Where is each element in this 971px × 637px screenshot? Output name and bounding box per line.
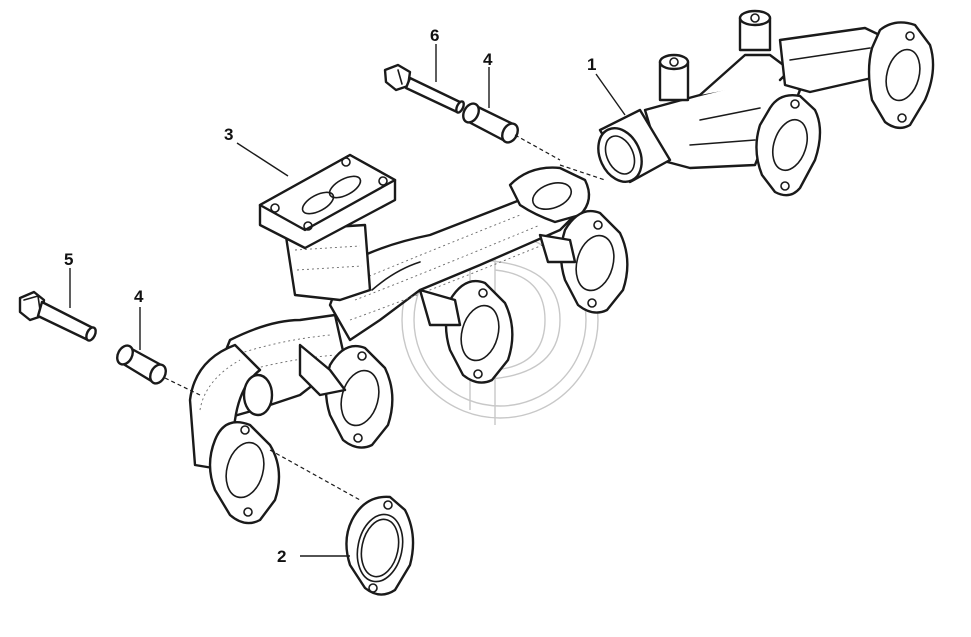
callout-1: 1 bbox=[587, 55, 597, 74]
part-4-spacer-lower bbox=[116, 344, 167, 385]
assembly-centerlines bbox=[164, 134, 606, 501]
leader-lines bbox=[69, 44, 626, 557]
part-5-bolt bbox=[18, 290, 97, 342]
callout-2: 2 bbox=[277, 547, 287, 566]
callout-5: 5 bbox=[64, 250, 74, 269]
part-4-spacer-upper bbox=[462, 102, 519, 144]
part-1-rear-manifold bbox=[597, 9, 935, 197]
callout-4-upper: 4 bbox=[483, 50, 493, 69]
callout-6: 6 bbox=[430, 26, 440, 45]
part-2-gasket bbox=[345, 495, 415, 596]
part-6-stud bbox=[383, 63, 465, 114]
callout-3: 3 bbox=[224, 125, 234, 144]
callout-4-lower: 4 bbox=[134, 287, 144, 306]
part-3-front-manifold bbox=[188, 153, 629, 525]
